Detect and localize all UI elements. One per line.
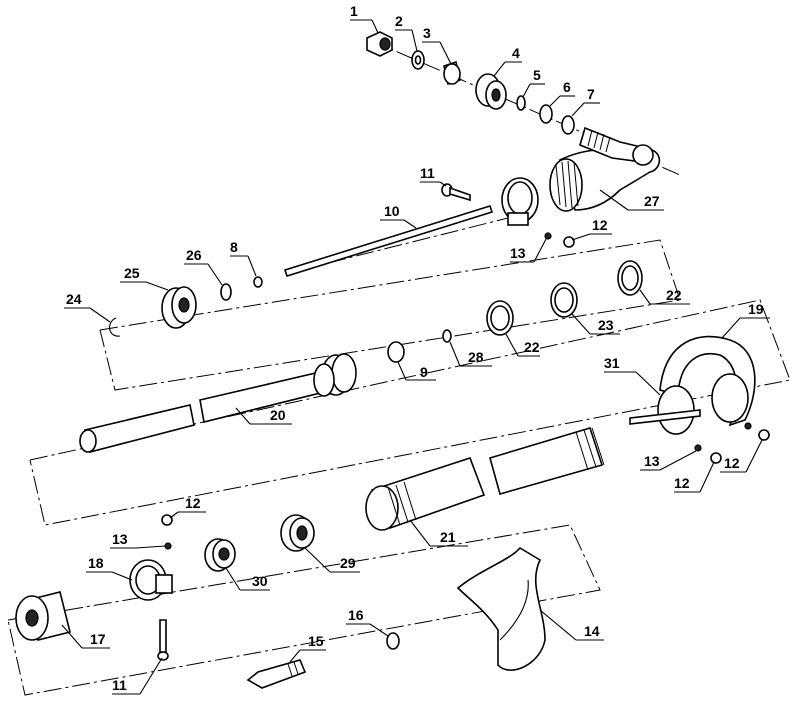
part-17-end-piece xyxy=(15,591,71,641)
part-4-ring xyxy=(475,73,507,110)
part-25-end-cap xyxy=(161,286,197,329)
callout-labels: 1 2 3 4 5 6 7 8 9 10 11 11 12 12 12 12 1… xyxy=(66,3,764,693)
callout-6: 6 xyxy=(563,79,571,95)
callout-19: 19 xyxy=(748,301,764,317)
callout-22-upper: 22 xyxy=(666,287,682,303)
callout-4: 4 xyxy=(512,45,520,61)
part-13-washer-right-b xyxy=(744,422,752,430)
callout-16: 16 xyxy=(348,607,364,623)
part-15-tool-shank xyxy=(246,659,307,689)
callout-21: 21 xyxy=(440,529,456,545)
part-1-nut xyxy=(366,31,393,57)
part-12-nut-right-a xyxy=(710,452,722,464)
callout-13-right: 13 xyxy=(644,453,660,469)
part-13-washer-top xyxy=(544,232,552,240)
part-11-screw-lower xyxy=(157,619,169,661)
part-23-ring xyxy=(550,282,578,318)
callout-31: 31 xyxy=(604,355,620,371)
part-13-washer-right xyxy=(694,444,702,452)
callout-12-lower: 12 xyxy=(185,495,201,511)
callout-22-lower: 22 xyxy=(524,339,540,355)
part-7-ring xyxy=(561,115,575,135)
part-13-washer-lower xyxy=(164,542,172,550)
part-28-oring xyxy=(442,329,452,343)
callout-27: 27 xyxy=(644,193,660,209)
part-24-circlip xyxy=(109,317,121,337)
part-27-handle xyxy=(549,126,661,212)
callout-28: 28 xyxy=(468,349,484,365)
callout-17: 17 xyxy=(90,631,106,647)
callout-20: 20 xyxy=(270,407,286,423)
callout-15: 15 xyxy=(308,633,324,649)
callout-11-top: 11 xyxy=(420,165,435,181)
callout-3: 3 xyxy=(423,25,431,41)
part-22-ring-upper xyxy=(617,260,643,296)
part-2-washer xyxy=(411,50,425,70)
callout-5: 5 xyxy=(533,67,541,83)
part-29-bushing xyxy=(280,514,315,552)
part-22-ring-lower xyxy=(486,300,514,336)
callout-9: 9 xyxy=(420,364,428,380)
part-11-screw-top xyxy=(441,183,471,202)
part-9-sleeve xyxy=(387,341,405,363)
part-12-nut-lower xyxy=(161,514,173,526)
part-31-bolt xyxy=(629,409,701,425)
part-12-nut-right-b xyxy=(758,429,770,441)
callout-23: 23 xyxy=(598,317,614,333)
part-clamp-top xyxy=(501,177,539,226)
leader-lines xyxy=(61,19,770,695)
callout-1: 1 xyxy=(350,3,358,19)
part-21-barrel xyxy=(365,427,605,531)
part-18-clamp xyxy=(129,559,173,601)
callout-13-top: 13 xyxy=(510,245,526,261)
part-20-piston xyxy=(79,353,357,453)
callout-13-lower: 13 xyxy=(112,531,128,547)
part-5-oring xyxy=(516,95,526,111)
callout-24: 24 xyxy=(66,291,82,307)
part-8-plug xyxy=(253,276,263,288)
callout-11-bottom: 11 xyxy=(112,677,127,693)
callout-12-right-a: 12 xyxy=(674,475,690,491)
callout-12-top: 12 xyxy=(592,217,608,233)
callout-18: 18 xyxy=(88,555,104,571)
callout-8: 8 xyxy=(230,239,238,255)
part-3-bushing xyxy=(443,60,461,86)
callout-30: 30 xyxy=(252,573,268,589)
callout-7: 7 xyxy=(587,86,595,102)
part-26-oring xyxy=(220,283,232,301)
callout-2: 2 xyxy=(395,13,403,29)
callout-25: 25 xyxy=(124,265,140,281)
callout-12-right-b: 12 xyxy=(724,455,740,471)
part-6-ring xyxy=(539,104,553,124)
callout-26: 26 xyxy=(186,247,202,263)
part-14-retainer xyxy=(456,546,546,671)
part-30-bushing xyxy=(204,538,236,572)
part-12-nut-top xyxy=(563,236,575,248)
callout-14: 14 xyxy=(584,623,600,639)
callout-29: 29 xyxy=(340,555,356,571)
part-16-ring xyxy=(386,632,400,650)
part-10-rod xyxy=(283,205,494,277)
callout-10: 10 xyxy=(384,203,400,219)
